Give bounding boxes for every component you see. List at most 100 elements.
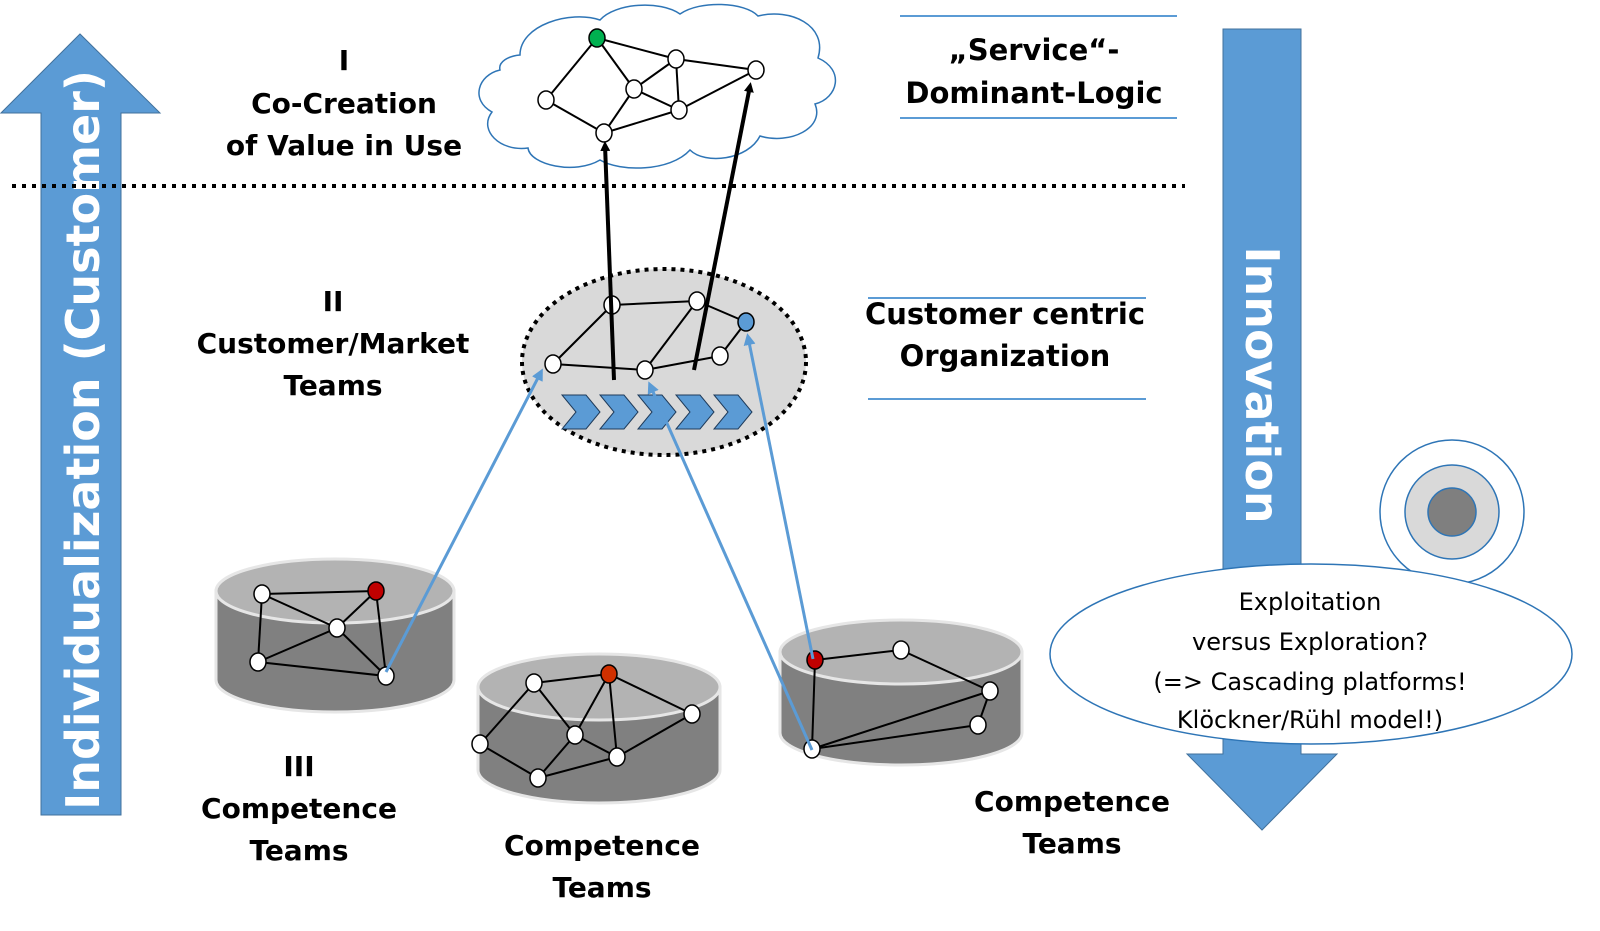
network-node: [747, 60, 765, 80]
network-node: [600, 664, 618, 684]
process-chevrons: [560, 394, 753, 430]
network-node: [588, 28, 606, 48]
competence-2-line1: Competence: [504, 829, 700, 862]
link-arrow-cylinder3-to-ellipse-b: [743, 333, 815, 660]
process-chevron-icon: [560, 394, 601, 430]
network-node: [683, 704, 701, 724]
link-arrow-to-cloud-1: [600, 141, 616, 381]
target-circles-icon: [1379, 439, 1525, 585]
network-node: [566, 725, 584, 745]
network-node: [544, 354, 562, 374]
sdl-label-box: „Service“- Dominant-Logic: [900, 15, 1177, 119]
competence-cylinder-3: [778, 618, 1024, 767]
network-edge: [545, 99, 605, 134]
cloud-shape: [478, 3, 836, 169]
network-edge: [261, 593, 338, 629]
network-node: [981, 681, 999, 701]
network-edge: [533, 682, 576, 736]
individualization-label: Individualization (Customer): [56, 70, 110, 810]
cloud-network-icon: [478, 3, 836, 169]
network-node: [595, 123, 613, 143]
process-chevron-icon: [674, 394, 715, 430]
callout-ellipse: [1049, 563, 1573, 745]
link-arrow-to-cloud-2: [692, 82, 754, 371]
level-2-line2: Teams: [283, 369, 382, 402]
network-edge: [814, 649, 902, 661]
network-node: [249, 652, 267, 672]
cylinder-1-top: [214, 557, 456, 625]
level-3-label: III Competence Teams: [201, 750, 397, 867]
network-edge: [603, 109, 680, 134]
competence-label-2: Competence Teams: [504, 829, 700, 904]
level-1-label: I Co-Creation of Value in Use: [226, 44, 462, 162]
callout-line3: (=> Cascading platforms!: [1153, 668, 1466, 696]
network-node: [625, 79, 643, 99]
network-edge: [644, 355, 721, 371]
network-edge: [257, 593, 263, 663]
network-edge: [596, 37, 635, 90]
network-edge: [545, 37, 598, 101]
competence-cylinder-2: [476, 652, 722, 805]
network-node: [537, 90, 555, 110]
competence-2-line2: Teams: [552, 871, 651, 904]
cco-line1: Customer centric: [865, 297, 1145, 331]
competence-3-line2: Teams: [1022, 827, 1121, 860]
level-2-numeral: II: [323, 285, 344, 318]
callout-line1: Exploitation: [1239, 588, 1382, 616]
level-1-line1: Co-Creation: [251, 87, 437, 120]
ellipse-network: [544, 291, 755, 380]
level-2-line1: Customer/Market: [197, 327, 470, 360]
cco-line2: Organization: [900, 339, 1111, 373]
level-1-line2: of Value in Use: [226, 129, 462, 162]
network-node: [969, 715, 987, 735]
network-node: [471, 734, 489, 754]
network-edge: [261, 590, 377, 595]
up-arrow-shape: [0, 33, 162, 816]
competence-cylinder-1: [214, 557, 456, 714]
innovation-label: Innovation: [1235, 246, 1289, 523]
network-edge: [900, 649, 991, 692]
network-node: [737, 312, 755, 332]
network-node: [367, 581, 385, 601]
network-edge: [644, 300, 698, 371]
level-3-line1: Competence: [201, 792, 397, 825]
network-edge: [811, 690, 991, 750]
exploitation-callout: Exploitation versus Exploration? (=> Cas…: [1049, 563, 1573, 745]
network-edge: [537, 756, 618, 779]
process-chevron-icon: [598, 394, 639, 430]
network-edge: [811, 724, 979, 750]
cco-label-box: Customer centric Organization: [865, 297, 1146, 400]
network-node: [328, 618, 346, 638]
network-edge: [596, 37, 677, 60]
process-chevron-icon: [712, 394, 753, 430]
network-edge: [678, 69, 757, 111]
cylinder-2-top: [476, 652, 722, 722]
network-edge: [616, 713, 693, 758]
network-edge: [675, 58, 757, 71]
network-node: [667, 49, 685, 69]
network-edge: [608, 673, 618, 758]
level-1-numeral: I: [339, 44, 349, 77]
network-edge: [257, 661, 387, 677]
network-node: [525, 673, 543, 693]
network-edge: [336, 627, 387, 677]
individualization-arrow: Individualization (Customer): [0, 33, 162, 816]
network-edge: [375, 590, 387, 677]
level-2-label: II Customer/Market Teams: [197, 285, 470, 402]
network-node: [892, 640, 910, 660]
network-node: [377, 666, 395, 686]
level-3-line2: Teams: [249, 834, 348, 867]
network-edge: [533, 673, 610, 684]
network-edge: [552, 304, 613, 365]
network-node: [806, 650, 824, 670]
callout-line2: versus Exploration?: [1192, 628, 1428, 656]
level-3-numeral: III: [283, 750, 314, 783]
target-center: [1427, 487, 1477, 537]
network-edge: [811, 659, 816, 750]
competence-3-line1: Competence: [974, 785, 1170, 818]
network-node: [711, 346, 729, 366]
network-node: [253, 584, 271, 604]
sdl-line1: „Service“-: [949, 33, 1120, 67]
network-node: [529, 768, 547, 788]
network-edge: [574, 673, 610, 736]
